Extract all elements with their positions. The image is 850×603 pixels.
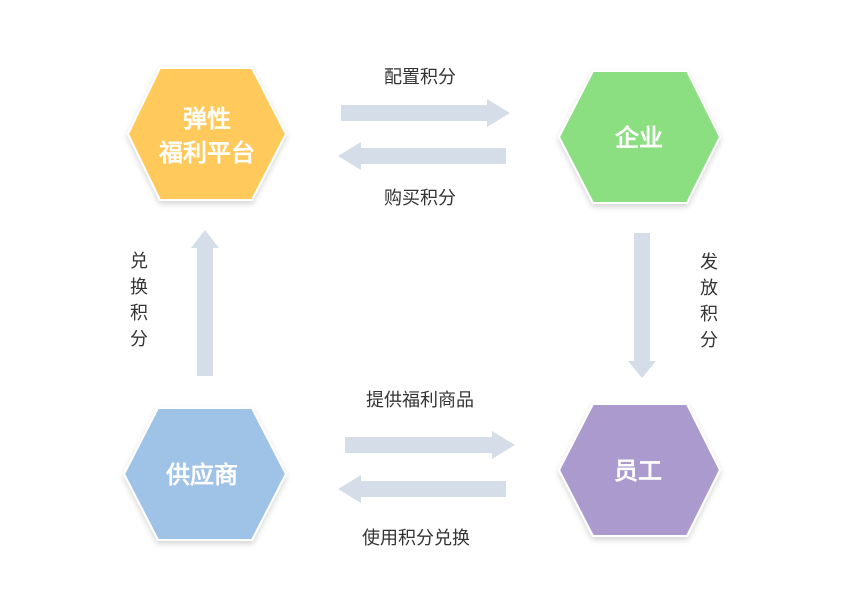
platform-title-line1: 弹性 [183, 105, 231, 133]
arrow-enterprise-to-employee [628, 233, 656, 378]
arrow-supplier-to-platform [191, 230, 219, 376]
arrow-employee-to-supplier [338, 475, 506, 503]
label-exchange-points: 兑 换 积 分 [130, 251, 148, 350]
supplier-node: 供应商 [122, 407, 288, 541]
label-issue-points-char: 积 [700, 304, 718, 325]
label-exchange-points-char: 积 [130, 303, 148, 324]
arrow-enterprise-to-platform [338, 142, 506, 170]
arrow-supplier-to-employee [345, 431, 515, 459]
label-issue-points-char: 发 [700, 252, 718, 273]
label-purchase-points: 购买积分 [384, 188, 456, 209]
label-use-points-exchange: 使用积分兑换 [362, 528, 470, 549]
enterprise-node: 企业 [557, 70, 722, 204]
supplier-title: 供应商 [165, 461, 238, 489]
label-configure-points: 配置积分 [384, 67, 456, 88]
label-issue-points-char: 分 [700, 330, 718, 351]
employee-title: 员工 [614, 457, 662, 485]
label-provide-goods: 提供福利商品 [366, 390, 474, 411]
label-exchange-points-char: 兑 [130, 251, 148, 272]
platform-node: 弹性 福利平台 [126, 67, 288, 201]
platform-title-line2: 福利平台 [158, 139, 255, 167]
enterprise-title: 企业 [615, 124, 663, 152]
arrow-platform-to-enterprise [341, 99, 510, 127]
label-exchange-points-char: 换 [130, 277, 148, 298]
label-exchange-points-char: 分 [130, 329, 148, 350]
label-issue-points-char: 放 [700, 278, 718, 299]
label-issue-points: 发 放 积 分 [700, 252, 718, 351]
employee-node: 员工 [557, 403, 722, 537]
